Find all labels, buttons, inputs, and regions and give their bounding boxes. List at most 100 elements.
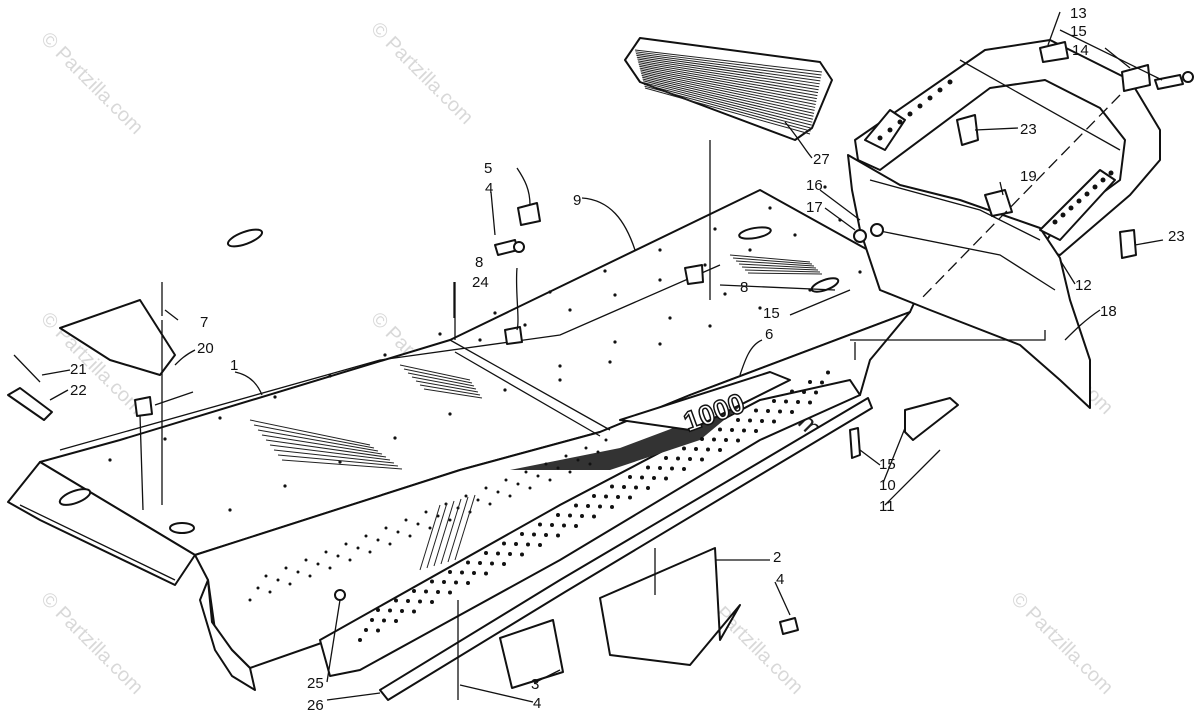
hatch-line: [426, 502, 448, 569]
rivet-hole: [276, 578, 280, 582]
rivet-hole: [418, 599, 422, 604]
rivet-hole: [364, 628, 368, 632]
rivet-hole: [364, 534, 368, 538]
rivet-hole: [736, 418, 740, 422]
rivet-hole: [646, 486, 650, 490]
hatch-line: [641, 73, 815, 111]
rivet-hole: [400, 609, 404, 613]
callout-27: 27: [813, 151, 830, 168]
hatch-line: [642, 76, 814, 117]
rivet-hole: [562, 523, 566, 528]
callout-9: 9: [573, 192, 581, 209]
rivet-hole: [488, 502, 492, 506]
callout-10: 10: [879, 477, 896, 494]
callout-5: 5: [484, 160, 492, 177]
hatch-line: [744, 269, 821, 273]
hatch-line: [644, 85, 811, 132]
rivet-hole: [742, 428, 746, 433]
rivet-hole: [736, 438, 740, 443]
rivet-hole: [388, 542, 392, 546]
rivet-hole: [723, 292, 727, 296]
rivet-hole: [476, 498, 480, 502]
rivet-hole: [658, 466, 662, 470]
rivet-hole: [448, 570, 452, 574]
rivet-hole: [703, 263, 707, 267]
rivet-hole: [658, 342, 662, 346]
hatch-line: [637, 58, 820, 88]
callout-3: 3: [531, 676, 539, 693]
hatch-line: [411, 376, 477, 390]
rivet-hole: [466, 581, 470, 585]
rivet-hole: [897, 119, 903, 125]
rivet-hole: [628, 475, 632, 479]
rivet-hole: [826, 370, 830, 375]
callout-21: 21: [70, 361, 87, 378]
rivet-hole: [502, 541, 506, 546]
rivet-hole: [412, 589, 416, 593]
rivet-hole: [568, 308, 572, 312]
hatch-line: [447, 496, 469, 563]
rivet-hole: [388, 608, 392, 613]
rivet-hole: [544, 462, 548, 466]
rivet-hole: [376, 608, 380, 612]
rivet-hole: [586, 504, 590, 508]
rivet-hole: [256, 586, 260, 590]
rivet-hole: [556, 513, 560, 517]
rivet-hole: [778, 409, 782, 414]
rivet-hole: [574, 503, 578, 508]
rivet-hole: [348, 558, 352, 562]
rivet-hole: [712, 437, 716, 442]
rivet-hole: [668, 316, 672, 320]
rivet-hole: [466, 560, 470, 565]
hatch-line: [415, 380, 479, 393]
rivet-hole: [592, 494, 596, 498]
rivet-hole: [596, 450, 600, 454]
rivet-hole: [1108, 170, 1114, 176]
callout-13: 13: [1070, 5, 1087, 22]
rivet-hole: [1092, 184, 1098, 190]
rivet-hole: [917, 103, 923, 109]
callout-4: 4: [776, 571, 784, 588]
rivet-hole: [428, 526, 432, 530]
rivet-hole: [754, 429, 758, 433]
rivet-hole: [248, 598, 252, 602]
rivet-hole: [520, 552, 524, 557]
rivet-hole: [288, 582, 292, 586]
callout-20: 20: [197, 340, 214, 357]
rivet-hole: [448, 590, 452, 595]
rivet-hole: [163, 437, 167, 441]
callout-18: 18: [1100, 303, 1117, 320]
rivet-hole: [718, 427, 722, 432]
rivet-hole: [1076, 198, 1082, 204]
rivet-hole: [304, 558, 308, 562]
rivet-hole: [568, 470, 572, 474]
rivet-hole: [344, 542, 348, 546]
rivet-hole: [646, 465, 650, 470]
rivet-hole: [592, 514, 596, 519]
rivet-hole: [766, 409, 770, 413]
rivet-hole: [438, 332, 442, 336]
watermark: © Partzilla.com: [1006, 588, 1117, 699]
callout-15: 15: [763, 305, 780, 322]
rivet-hole: [404, 518, 408, 522]
rivet-hole: [576, 458, 580, 462]
hatch-line: [635, 51, 822, 76]
hatch-line: [640, 69, 816, 105]
rivet-hole: [548, 478, 552, 482]
hatch-line: [729, 254, 811, 263]
rivet-hole: [604, 438, 608, 442]
watermark: © Partzilla.com: [366, 18, 477, 129]
rivet-hole: [1100, 177, 1106, 183]
rivet-hole: [316, 562, 320, 566]
rivet-hole: [754, 408, 758, 413]
rivet-hole: [478, 561, 482, 565]
rivet-hole: [356, 546, 360, 550]
hatch-line: [741, 266, 819, 271]
hatch-line: [641, 74, 815, 114]
rear-bumper: [617, 39, 1161, 643]
rivet-hole: [464, 494, 468, 498]
rivet-hole: [430, 579, 434, 584]
hatch-line: [423, 388, 483, 399]
callout-24: 24: [472, 274, 489, 291]
